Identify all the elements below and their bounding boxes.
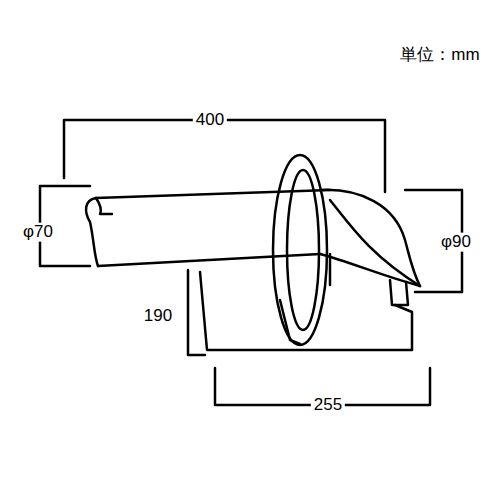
ring — [287, 170, 319, 330]
dimension-value: 190 — [141, 307, 175, 326]
ring — [280, 300, 300, 344]
dimension-value: 400 — [193, 111, 227, 130]
unit-note: 単位：mm — [397, 46, 482, 65]
spout-hood — [329, 254, 332, 285]
tube-edge — [96, 190, 330, 198]
dimension-value: 255 — [311, 396, 345, 415]
diameter-value: φ70 — [20, 223, 56, 242]
base-plate — [200, 272, 412, 350]
diameter-value: φ90 — [438, 233, 474, 252]
tube-end — [86, 198, 98, 266]
mount-bracket — [390, 280, 408, 305]
dimension-line — [64, 120, 385, 192]
spout-hood — [320, 254, 420, 286]
ring — [273, 155, 327, 345]
tube-end — [96, 198, 112, 214]
spout-hood — [320, 190, 420, 286]
